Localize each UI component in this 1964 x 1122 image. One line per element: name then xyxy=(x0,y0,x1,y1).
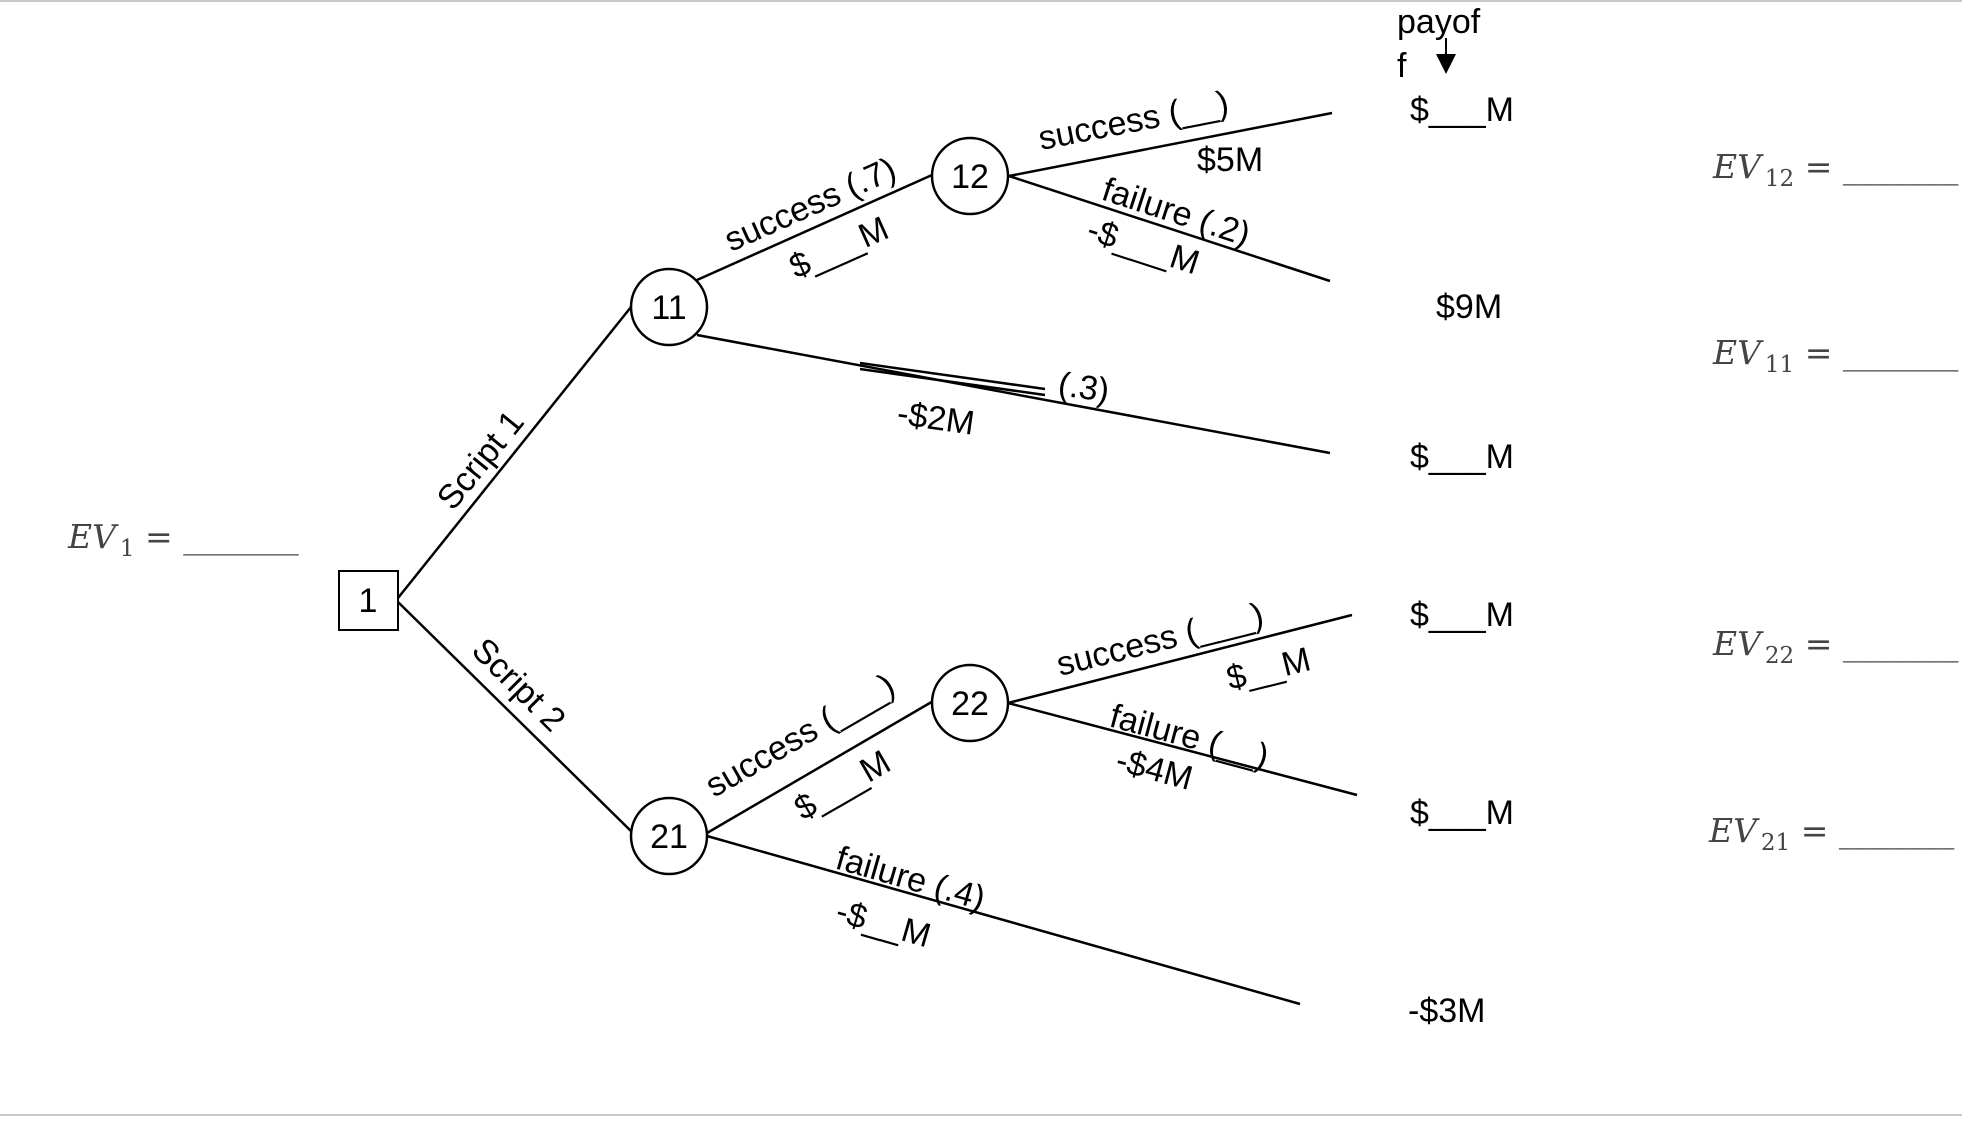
branch-21-failure xyxy=(706,834,1301,1006)
branch-22-failure xyxy=(1007,701,1358,797)
payoff-3: $___M xyxy=(1410,438,1514,476)
chance-node-12 xyxy=(930,136,1010,216)
payoff-label-12-success: $5M xyxy=(1197,141,1263,179)
blank-line-11-failure-2 xyxy=(859,367,1046,397)
branch-label-11-failure: (.3) xyxy=(1056,365,1112,410)
chance-node-21 xyxy=(629,796,709,876)
payoff-6: -$3M xyxy=(1408,992,1485,1030)
payoff-4: $___M xyxy=(1410,596,1514,634)
node-21-label: 21 xyxy=(650,818,688,856)
payoff-label-22-success: $__M xyxy=(1223,640,1315,697)
node-22-label: 22 xyxy=(951,685,989,723)
node-1-label: 1 xyxy=(359,582,378,620)
branch-11-failure xyxy=(696,333,1331,455)
payoff-label-21-failure: -$__M xyxy=(832,892,935,955)
branch-12-success xyxy=(1008,111,1333,178)
payoff-label-21-success: $___M xyxy=(788,743,897,828)
branch-21-success xyxy=(706,698,936,835)
payoff-header-line1: payof xyxy=(1397,3,1481,41)
payoff-1: $___M xyxy=(1410,91,1514,129)
branch-script2 xyxy=(397,601,637,837)
branch-script1 xyxy=(397,306,632,599)
node-11-label: 11 xyxy=(651,289,686,327)
blank-line-11-failure-1 xyxy=(859,361,1046,391)
branch-11-success xyxy=(696,173,933,282)
payoff-header-line2: f xyxy=(1397,47,1407,85)
branch-22-success xyxy=(1007,613,1353,705)
payoff-2: $9M xyxy=(1436,288,1502,326)
chance-node-11 xyxy=(629,267,709,347)
payoff-label-11-failure: -$2M xyxy=(895,394,977,442)
node-12-label: 12 xyxy=(951,158,989,196)
branch-12-failure xyxy=(1008,174,1331,283)
branch-label-script2: Script 2 xyxy=(464,631,572,739)
decision-node-1 xyxy=(338,570,399,631)
branch-label-script1: Script 1 xyxy=(430,404,532,517)
payoff-5: $___M xyxy=(1410,794,1514,832)
chance-node-22 xyxy=(930,663,1010,743)
